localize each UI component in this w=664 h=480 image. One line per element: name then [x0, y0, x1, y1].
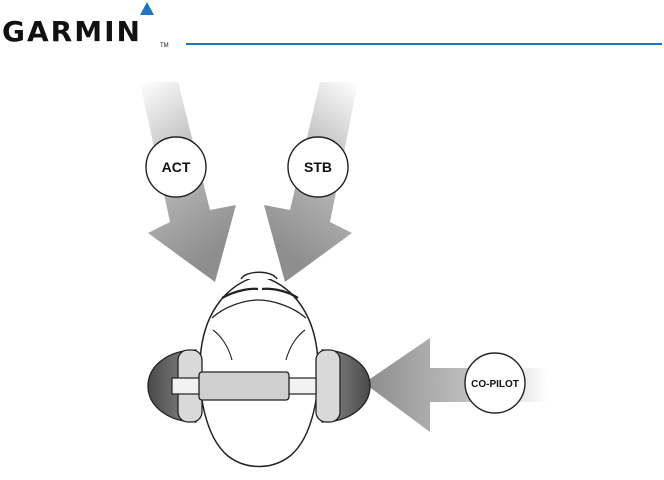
act-label: ACT	[162, 159, 191, 175]
stb-label: STB	[304, 159, 332, 175]
copilot-label: CO-PILOT	[471, 379, 519, 390]
stb-label-circle: STB	[288, 137, 348, 197]
pilot-head-icon	[200, 272, 319, 466]
copilot-label-circle: CO-PILOT	[465, 353, 525, 413]
act-label-circle: ACT	[146, 137, 206, 197]
